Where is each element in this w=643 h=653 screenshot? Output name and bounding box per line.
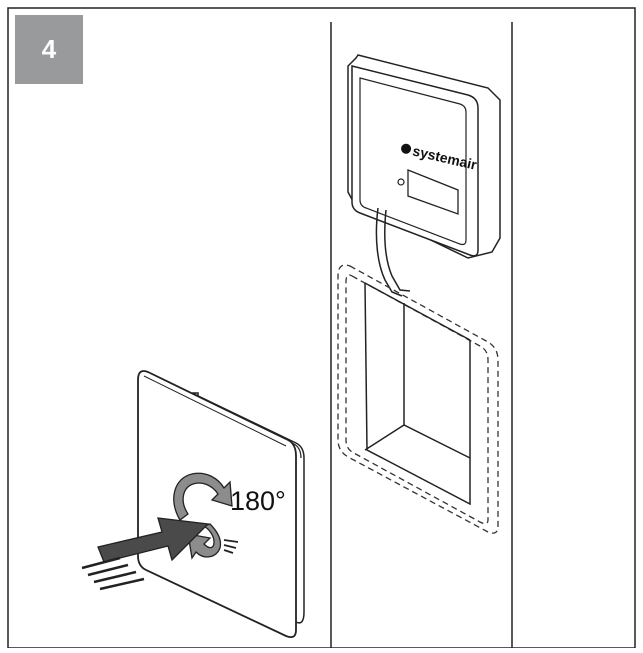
cable <box>375 207 403 297</box>
rotation-arrow-icon <box>173 472 239 560</box>
wall-recess <box>337 264 499 534</box>
rotation-label: 180° <box>230 486 286 516</box>
display-window <box>407 169 459 215</box>
step-number: 4 <box>41 34 57 64</box>
indicator-light <box>397 178 405 186</box>
control-panel: systemair <box>347 54 501 259</box>
cover-plate <box>137 370 305 639</box>
step-number-badge: 4 <box>15 15 83 84</box>
push-arrow-icon <box>81 517 210 591</box>
